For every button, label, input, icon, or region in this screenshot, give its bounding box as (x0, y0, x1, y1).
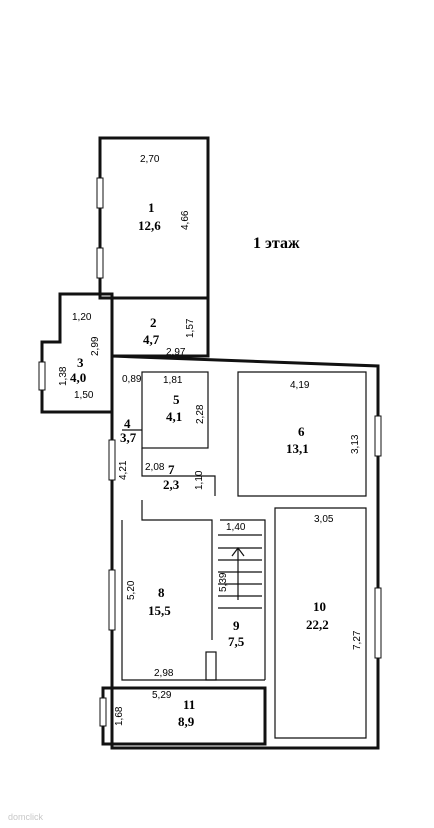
room-10-walls (274, 507, 367, 739)
room-8-number: 8 (158, 585, 165, 600)
dim-room-1-width: 2,70 (140, 154, 160, 165)
dim-room-4-top: 0,89 (122, 374, 142, 385)
room-3-number: 3 (77, 355, 84, 370)
room-9-area: 7,5 (228, 634, 245, 649)
floor-label: 1 этаж (253, 235, 300, 252)
dimension-labels: 2,70 4,66 1,20 1,57 2,97 2,99 1,38 1,50 … (58, 154, 363, 726)
room-5-number: 5 (173, 392, 180, 407)
room-2-area: 4,7 (143, 332, 160, 347)
window-room-8 (108, 569, 116, 631)
room-5-area: 4,1 (166, 409, 182, 424)
room-3-area: 4,0 (70, 370, 86, 385)
column (205, 651, 217, 681)
dim-room-11-height: 1,68 (114, 706, 125, 726)
room-1-number: 1 (148, 200, 155, 215)
window-room-1-b (96, 247, 104, 279)
room-1-area: 12,6 (138, 218, 161, 233)
room-10-number: 10 (313, 599, 326, 614)
room-8-area: 15,5 (148, 603, 171, 618)
windows (38, 177, 382, 727)
window-room-4 (108, 439, 116, 481)
stairs (218, 547, 262, 609)
dim-room-5-width: 1,81 (163, 375, 183, 386)
dim-room-3-diagonal: 2,99 (90, 336, 101, 356)
dim-room-10-height: 7,27 (352, 630, 363, 650)
room-10-area: 22,2 (306, 617, 329, 632)
window-room-10 (374, 587, 382, 659)
room-3-walls (40, 292, 114, 414)
dim-room-2-height: 1,57 (185, 318, 196, 338)
dim-room-8-height: 5,20 (126, 580, 137, 600)
dim-room-2-width: 1,20 (72, 312, 92, 323)
dim-room-6-height: 3,13 (350, 434, 361, 454)
dim-room-7-width: 2,08 (145, 462, 165, 473)
room-5-walls (141, 371, 209, 449)
dim-room-5-height: 2,28 (195, 404, 206, 424)
walls (40, 136, 380, 750)
dim-room-11-width: 5,29 (152, 690, 172, 701)
dim-room-4-side: 4,21 (118, 460, 129, 480)
room-7-area: 2,3 (163, 477, 180, 492)
room-7-number: 7 (168, 462, 175, 477)
watermark: domclick (8, 812, 44, 822)
dim-room-2-bottom: 2,97 (166, 347, 186, 358)
dim-room-8-bottom: 2,98 (154, 668, 174, 679)
room-4-number: 4 (124, 416, 131, 431)
stairs-arrow (231, 547, 245, 600)
dim-room-6-width: 4,19 (290, 380, 310, 391)
room-11-area: 8,9 (178, 714, 195, 729)
room-4-area: 3,7 (120, 430, 137, 445)
room-labels: 1 12,6 2 4,7 3 4,0 4 3,7 5 4,1 6 13,1 7 … (70, 200, 329, 729)
dim-room-3-bottom: 1,50 (74, 390, 94, 401)
room-6-area: 13,1 (286, 441, 309, 456)
room-11-number: 11 (183, 697, 195, 712)
dim-room-10-width: 3,05 (314, 514, 334, 525)
dim-room-9-width: 1,40 (226, 522, 246, 533)
room-8-walls (121, 500, 265, 681)
room-6-walls (237, 371, 367, 497)
dim-room-7-height: 1,10 (194, 470, 205, 490)
window-room-3 (38, 361, 46, 391)
room-6-number: 6 (298, 424, 305, 439)
room-9-number: 9 (233, 618, 240, 633)
window-room-11 (99, 697, 107, 727)
room-2-number: 2 (150, 315, 157, 330)
room-9-walls (218, 519, 266, 680)
dim-room-3-left: 1,38 (58, 366, 69, 386)
window-room-6 (374, 415, 382, 457)
window-room-1-a (96, 177, 104, 209)
room-4-7-walls (122, 429, 216, 496)
dim-room-9-height: 5,39 (218, 572, 229, 592)
dim-room-1-height: 4,66 (180, 210, 191, 230)
